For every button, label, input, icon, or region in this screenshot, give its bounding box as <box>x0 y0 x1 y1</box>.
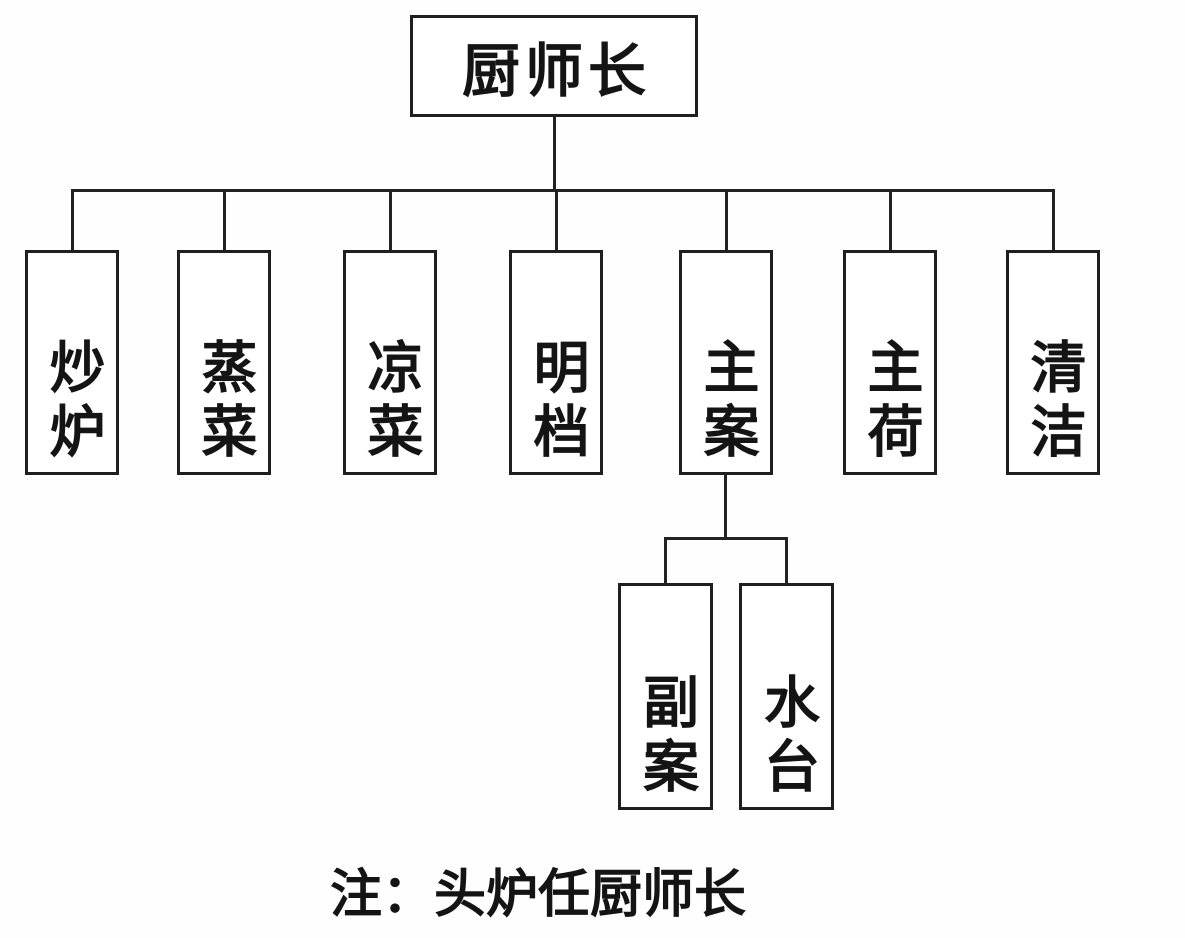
connector-drop-cold-dishes <box>389 189 392 252</box>
connector-drop-deputy-chopping <box>664 537 667 585</box>
connector-drop-main-chopping <box>725 189 728 252</box>
org-box-cleaning-label: 清洁 <box>1021 338 1086 466</box>
connector-level2-rail <box>664 537 788 540</box>
org-box-deputy-chopping-label: 副案 <box>633 673 699 801</box>
connector-drop-main-plating <box>889 189 892 252</box>
org-box-deputy-chopping: 副案 <box>618 583 713 810</box>
org-box-main-chopping: 主案 <box>679 250 773 475</box>
org-box-water-station-label: 水台 <box>754 673 820 801</box>
connector-level1-rail <box>71 189 1055 192</box>
connector-main-chopping-trunk <box>724 473 727 539</box>
connector-drop-cleaning <box>1052 189 1055 252</box>
connector-root-trunk <box>553 115 556 191</box>
org-box-stir-fry-stove-label: 炒炉 <box>40 338 105 466</box>
org-box-cleaning: 清洁 <box>1006 250 1100 475</box>
org-box-cold-dishes-label: 凉菜 <box>358 338 423 466</box>
org-box-main-plating-label: 主荷 <box>858 338 923 466</box>
org-box-main-chopping-label: 主案 <box>694 338 759 466</box>
org-box-open-kitchen-label: 明档 <box>524 338 589 466</box>
org-box-steam-dishes: 蒸菜 <box>177 250 271 475</box>
connector-drop-open-kitchen <box>555 189 558 252</box>
connector-drop-steam-dishes <box>223 189 226 252</box>
org-box-main-plating: 主荷 <box>843 250 937 475</box>
org-box-head-chef: 厨师长 <box>410 15 698 117</box>
org-box-stir-fry-stove: 炒炉 <box>25 250 119 475</box>
org-box-steam-dishes-label: 蒸菜 <box>192 338 257 466</box>
org-box-open-kitchen: 明档 <box>509 250 603 475</box>
connector-drop-water-station <box>785 537 788 585</box>
connector-drop-stir-fry-stove <box>71 189 74 252</box>
chart-footnote: 注：头炉任厨师长 <box>330 865 747 925</box>
org-box-water-station: 水台 <box>739 583 834 810</box>
org-box-cold-dishes: 凉菜 <box>343 250 437 475</box>
org-box-head-chef-label: 厨师长 <box>461 37 651 105</box>
